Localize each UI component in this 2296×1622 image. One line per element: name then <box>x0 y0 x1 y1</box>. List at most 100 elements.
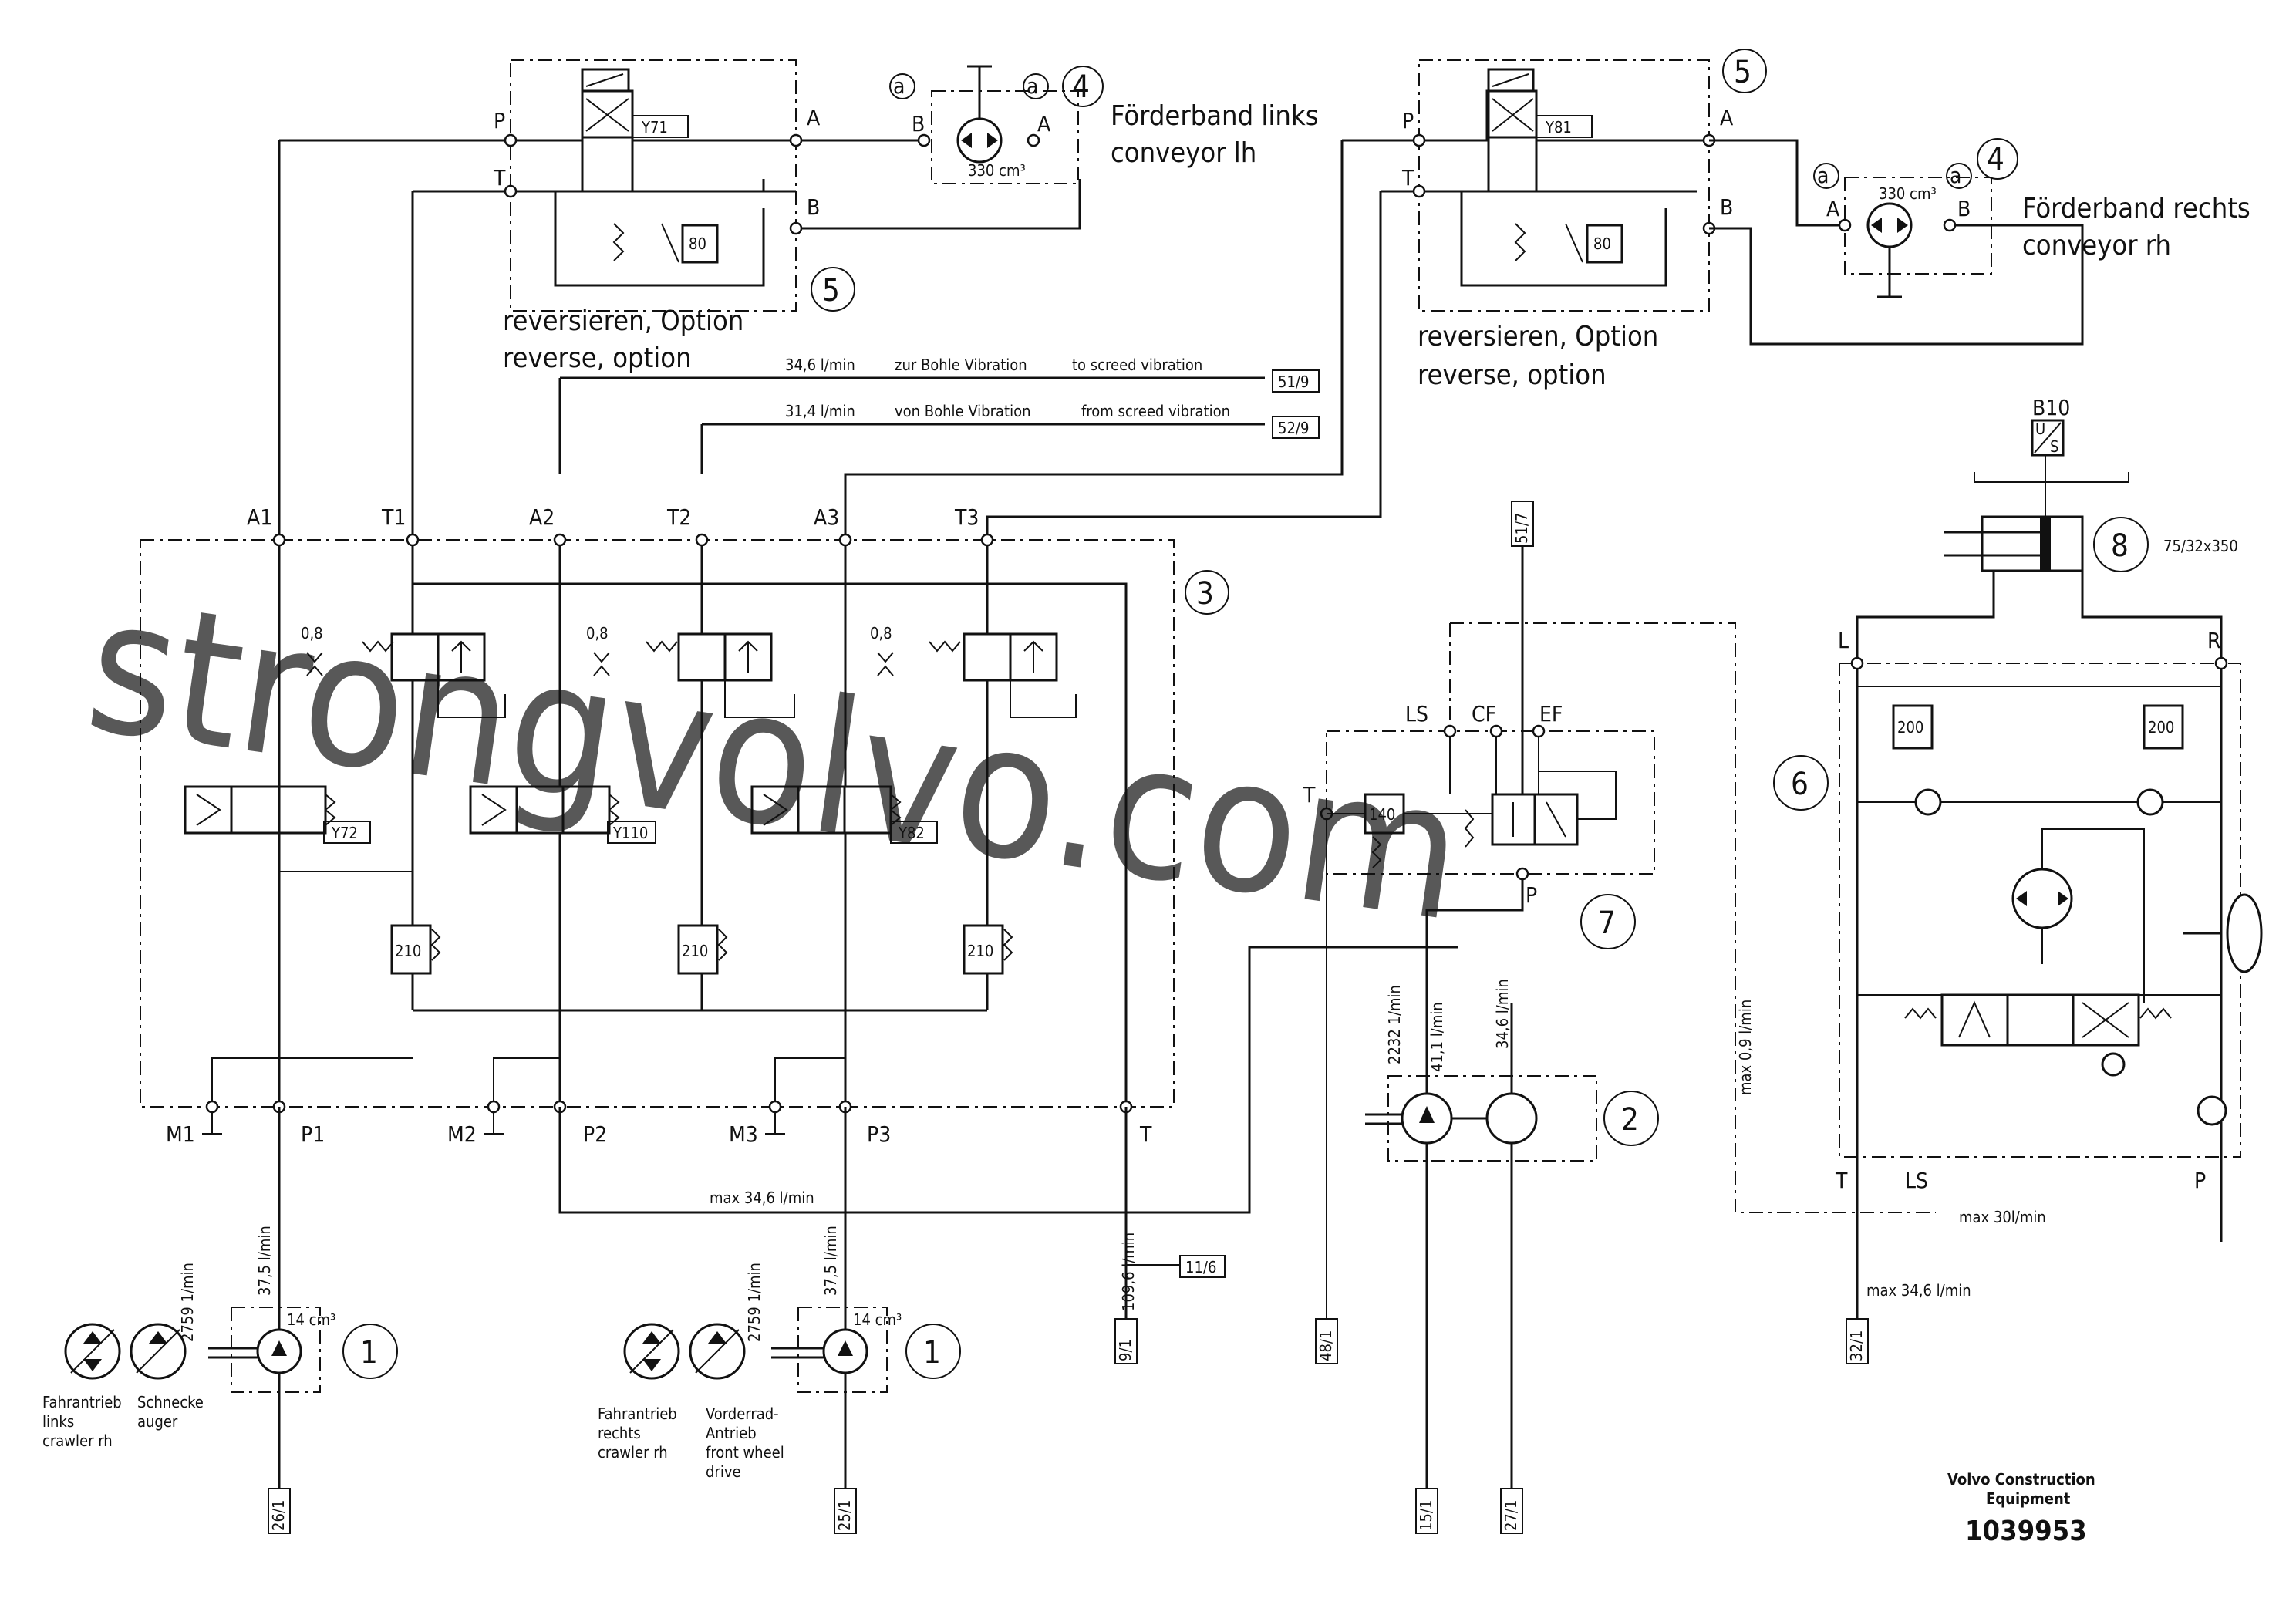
drive-front-2: Antrieb <box>706 1424 757 1442</box>
motor-right-a-mark2: a <box>1950 163 1961 188</box>
drive-front-1: Vorderrad- <box>706 1404 779 1423</box>
pump1-disp: 14 cm³ <box>287 1310 335 1329</box>
callout-2: 2 <box>1621 1102 1639 1138</box>
max-return-flow: max 34,6 l/min <box>710 1189 814 1207</box>
to-screed-de: zur Bohle Vibration <box>895 356 1027 374</box>
port-a3: A3 <box>814 504 839 530</box>
motor-left-b: B <box>912 111 925 137</box>
max-346-flow: max 34,6 l/min <box>1866 1281 1971 1300</box>
rv210-1: 210 <box>395 942 421 960</box>
to-screed-en: to screed vibration <box>1072 356 1202 374</box>
reverse-left-de: reversieren, Option <box>503 305 743 337</box>
callout-5-left-circle <box>811 267 855 312</box>
to-screed-rate: 34,6 l/min <box>785 356 855 374</box>
pv-t: T <box>1303 782 1316 808</box>
orifice-2: 0,8 <box>586 624 609 642</box>
port-t3: T3 <box>954 504 979 530</box>
steer-l: L <box>1838 628 1849 653</box>
ref-25-1: 25/1 <box>835 1500 854 1531</box>
watermark: strongvolvo.com <box>76 557 1474 963</box>
reverse-valve-right: Y81 80 P T A B <box>1342 59 2084 346</box>
from-screed-rate: 31,4 l/min <box>785 402 855 420</box>
rv80-right-label: 80 <box>1593 234 1611 253</box>
pv-ls: LS <box>1405 701 1428 727</box>
ref-52-9: 52/9 <box>1278 419 1309 437</box>
callout-4-right: 4 <box>1987 142 2004 177</box>
lower-flows: max 34,6 l/min 109,6 l/min 11/6 9/1 14 c… <box>42 946 1458 1534</box>
pump2-disp: 14 cm³ <box>853 1310 902 1329</box>
rv80-left-label: 80 <box>689 234 706 253</box>
orifice-3: 0,8 <box>870 624 892 642</box>
steer-r: R <box>2207 628 2221 653</box>
drive-right-3: crawler rh <box>598 1443 668 1462</box>
steer-p: P <box>2194 1168 2206 1193</box>
callout-5-right-circle <box>1722 49 1767 93</box>
conveyor-right-en: conveyor rh <box>2022 230 2171 261</box>
port-m2: M2 <box>447 1121 477 1147</box>
company-line2: Equipment <box>1986 1489 2071 1508</box>
motor-left-a: A <box>1037 111 1051 137</box>
y82-label: Y82 <box>898 824 925 842</box>
callout-1-left: 1 <box>360 1335 378 1371</box>
conveyor-right-de: Förderband rechts <box>2022 193 2250 224</box>
conveyor-motor-right: 330 cm³ A B a a 4 <box>1813 138 2018 298</box>
steering-cylinder: U S B10 8 75/32x350 <box>1856 395 2238 656</box>
doc-number: 1039953 <box>1965 1516 2087 1547</box>
ref-48-1: 48/1 <box>1317 1330 1335 1361</box>
rv210-2: 210 <box>682 942 708 960</box>
rv210-3: 210 <box>967 942 993 960</box>
control-block: 3 A1 T1 A2 T2 A3 T3 M1 P1 M2 P2 M3 <box>140 504 1229 1147</box>
port-t-left: T <box>493 165 506 191</box>
pump-a-flow: 41,1 l/min <box>1428 1002 1446 1072</box>
drive-right-2: rechts <box>598 1424 641 1442</box>
callout-1-right: 1 <box>923 1335 941 1371</box>
orifice-1: 0,8 <box>301 624 323 642</box>
port-t2: T2 <box>666 504 691 530</box>
ref-32-1: 32/1 <box>1847 1330 1866 1361</box>
ref-26-1: 26/1 <box>269 1500 288 1531</box>
motor-disp-left: 330 cm³ <box>968 161 1026 180</box>
rv200-right: 200 <box>2148 718 2174 737</box>
port-a1: A1 <box>247 504 272 530</box>
drive-auger-2: auger <box>137 1412 178 1431</box>
y72-label: Y72 <box>331 824 358 842</box>
motor-left-a-mark2: a <box>1027 73 1038 99</box>
speed-2: 2759 1/min <box>745 1263 764 1342</box>
y110-label: Y110 <box>612 824 648 842</box>
priority-valve: 51/7 LS CF EF T P 140 7 41,1 l/min 34,6 … <box>1303 501 1936 1489</box>
port-p2: P2 <box>583 1121 607 1147</box>
pv-p: P <box>1526 882 1537 908</box>
ref-27-1: 27/1 <box>1502 1500 1520 1531</box>
port-b-left: B <box>807 194 820 220</box>
ref-9-1: 9/1 <box>1116 1339 1135 1361</box>
callout-3: 3 <box>1196 576 1214 612</box>
rv200-left: 200 <box>1897 718 1923 737</box>
reverse-valve-left: Y71 80 P T A B <box>279 59 1081 312</box>
motor-right-a: A <box>1826 196 1840 221</box>
reverse-right-en: reverse, option <box>1418 359 1607 391</box>
max-09-flow: max 0,9 l/min <box>1736 1000 1755 1095</box>
company-line1: Volvo Construction <box>1947 1470 2095 1489</box>
drive-left-1: Fahrantrieb <box>42 1393 122 1411</box>
ref-51-9: 51/9 <box>1278 373 1309 391</box>
port-p-left: P <box>494 108 505 133</box>
port-t-right: T <box>1401 165 1414 191</box>
reverse-left-en: reverse, option <box>503 342 692 374</box>
from-screed-de: von Bohle Vibration <box>895 402 1030 420</box>
reverse-right-de: reversieren, Option <box>1418 321 1658 352</box>
steering-unit: L R T LS P 200 200 6 max 30l/min max 34,… <box>1773 628 2263 1364</box>
drive-left-3: crawler rh <box>42 1431 113 1450</box>
drive-auger-1: Schnecke <box>137 1393 204 1411</box>
conveyor-left-de: Förderband links <box>1111 100 1319 132</box>
conveyor-motor-left: 330 cm³ B A a a 4 <box>889 65 1104 184</box>
motor-disp-right: 330 cm³ <box>1879 184 1937 203</box>
pump-b-flow: 34,6 l/min <box>1493 979 1512 1049</box>
callout-6: 6 <box>1791 767 1809 802</box>
conveyor-left-en: conveyor lh <box>1111 137 1256 169</box>
port-t-block: T <box>1139 1121 1152 1147</box>
cylinder-spec: 75/32x350 <box>2163 537 2238 555</box>
port-p3: P3 <box>867 1121 891 1147</box>
pv-cf: CF <box>1472 701 1496 727</box>
rv140: 140 <box>1369 805 1395 824</box>
callout-5-left: 5 <box>822 273 840 309</box>
